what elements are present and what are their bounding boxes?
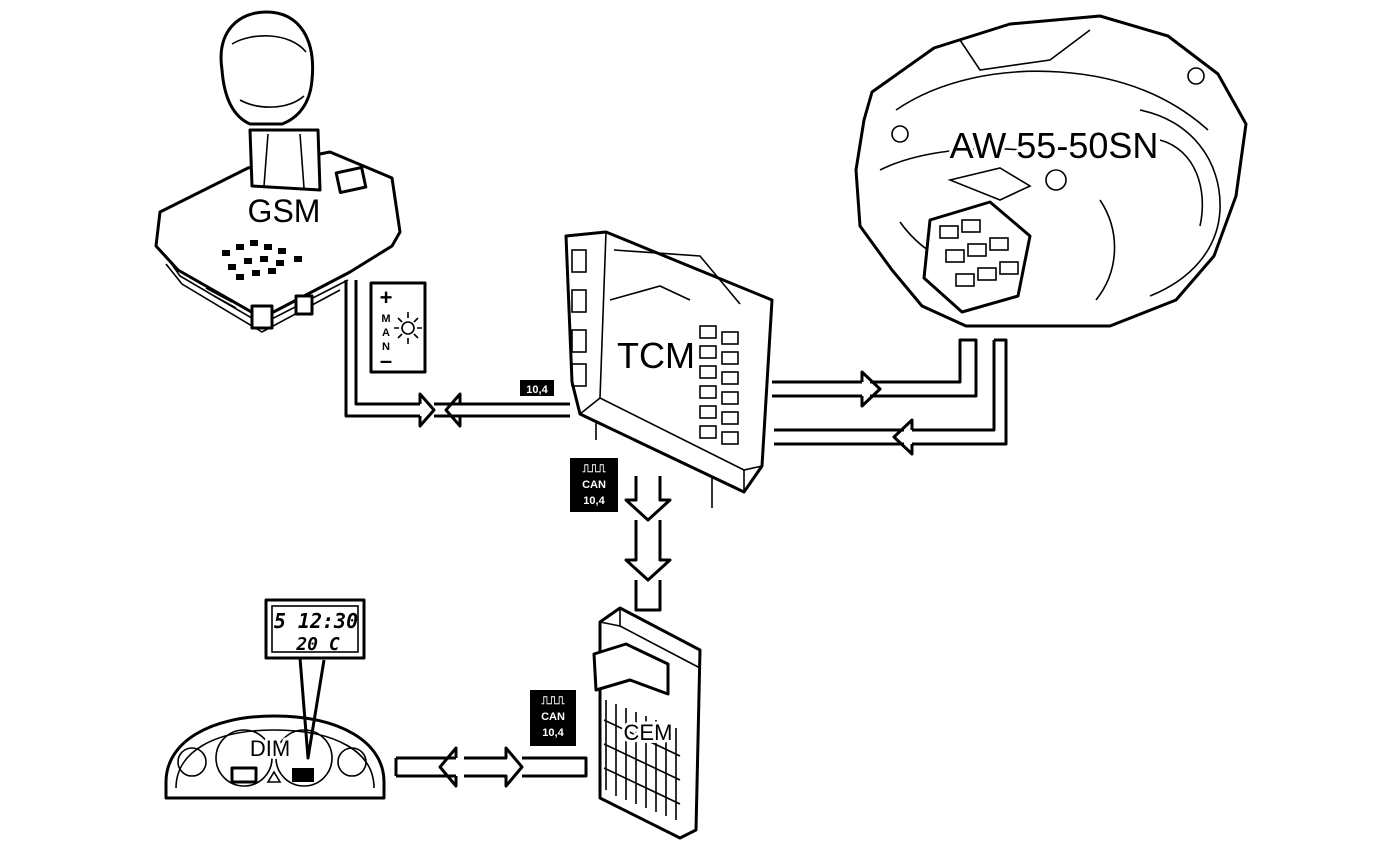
man-letter-a: A <box>382 327 390 339</box>
right-gauge-icon <box>337 747 367 777</box>
automatic-transmission: AW 55-50SN <box>854 14 1248 328</box>
display-line-temp: 20 C <box>295 634 340 655</box>
left-gauge-icon <box>177 747 207 777</box>
cem-dim-bus-pulse: ⎍⎍⎍ <box>540 695 564 707</box>
tachometer-icon <box>275 729 333 787</box>
tcm-label: TCM <box>617 335 695 376</box>
plus-symbol: + <box>380 285 393 310</box>
tcm-connector <box>699 325 739 445</box>
tcm-cem-bus-pulse: ⎍⎍⎍ <box>581 463 605 475</box>
gsm-link-bus-label: 10,4 <box>526 384 548 396</box>
tcm-control-module: TCM <box>564 230 774 508</box>
indicator-lamp-icon <box>394 312 422 344</box>
cem-label: CEM <box>624 720 673 745</box>
gsm-gear-selector: GSM <box>154 10 402 333</box>
cem-dim-bus-can: CAN <box>541 711 565 723</box>
tcm-cem-bus-rate: 10,4 <box>583 495 605 507</box>
gsm-label: GSM <box>248 193 321 229</box>
transmission-label: AW 55-50SN <box>950 125 1159 166</box>
gsm-tcm-link: 10,4 <box>344 280 570 428</box>
display-line-time: 5 12:30 <box>274 609 358 633</box>
transmission-connector <box>922 200 1032 314</box>
cem-connector-grid <box>603 700 681 820</box>
minus-symbol: – <box>380 348 392 373</box>
shift-pattern-markings <box>222 240 302 280</box>
tcm-cem-link: ⎍⎍⎍ CAN 10,4 <box>570 458 672 612</box>
gear-indicator-panel: + M A N – <box>369 281 427 374</box>
tcm-cem-bus-can: CAN <box>582 479 606 491</box>
man-letter-n: N <box>382 341 390 353</box>
man-letter-m: M <box>381 313 390 325</box>
tcm-transmission-link <box>772 338 1008 456</box>
cem-dim-bus-rate: 10,4 <box>542 727 564 739</box>
dim-display-callout: 5 12:30 20 C <box>264 598 366 760</box>
speedometer-icon <box>215 729 273 787</box>
dim-label: DIM <box>250 736 290 761</box>
dim-instrument-cluster: DIM <box>164 714 386 800</box>
cem-dim-link: ⎍⎍⎍ CAN 10,4 <box>394 690 588 788</box>
cem-control-module: CEM <box>592 606 702 840</box>
